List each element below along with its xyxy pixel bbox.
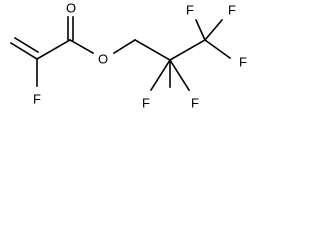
vinyl-double-bond-outer xyxy=(9,41,39,61)
cf2-cf3-bond xyxy=(168,38,207,62)
cf3-fluorine-label-right: F xyxy=(239,55,247,70)
cf2-fluorine-bond-left xyxy=(149,58,172,92)
cf3-fluorine-label-upper-right: F xyxy=(228,3,236,18)
cf3-fluorine-bond-upper-right xyxy=(203,18,224,42)
alpha-fluorine-label: F xyxy=(33,92,41,107)
bond-group xyxy=(9,16,232,92)
carbonyl-oxygen-label: O xyxy=(66,1,76,16)
ester-oxygen-label: O xyxy=(98,52,108,67)
cf2-fluorine-label-left: F xyxy=(142,96,150,111)
cf2-fluorine-label-right: F xyxy=(191,96,199,111)
molecule-drawing: O O F F F F F F xyxy=(9,1,247,111)
atom-label-group: O O F F F F F F xyxy=(33,1,247,111)
ester-oxygen-methylene-bond xyxy=(112,38,137,55)
chemical-structure-diagram: O O F F F F F F xyxy=(0,0,254,118)
methylene-cf2-bond xyxy=(133,38,172,62)
cf2-fluorine-bond-right xyxy=(168,58,191,92)
carbonyl-ester-oxygen-bond xyxy=(68,38,95,55)
cf3-fluorine-label-upper-left: F xyxy=(186,3,194,18)
cf3-fluorine-bond-right xyxy=(203,38,232,60)
vinyl-double-bond-inner xyxy=(13,36,40,54)
cf3-fluorine-bond-upper-left xyxy=(194,18,207,42)
alpha-carbonyl-bond xyxy=(35,38,72,61)
